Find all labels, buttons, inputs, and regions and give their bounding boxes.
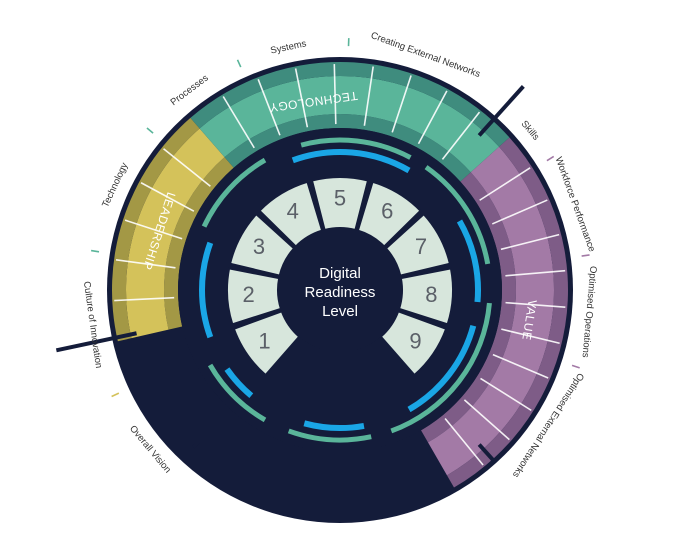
green-progress-arc xyxy=(300,137,412,160)
outer-tick xyxy=(111,392,120,398)
outer-tick xyxy=(571,364,580,369)
outer-tick xyxy=(581,254,590,257)
sector-separator xyxy=(491,199,548,225)
sector-separator xyxy=(140,182,195,212)
level-number: 2 xyxy=(243,282,255,307)
level-segment-shape xyxy=(356,180,422,248)
sector-separator xyxy=(441,111,481,160)
green-progress-arc xyxy=(207,363,267,423)
level-segment-9: 9 xyxy=(379,310,448,377)
green-progress-arc xyxy=(424,165,491,265)
blue-progress-arc xyxy=(407,324,477,413)
sector-outer-band xyxy=(190,62,510,147)
blue-progress-arc xyxy=(291,149,411,174)
level-number: 4 xyxy=(287,198,299,223)
level-number: 1 xyxy=(258,329,270,354)
level-segment-shape xyxy=(228,212,296,277)
outer-category-label: Optimised Operations xyxy=(580,266,599,359)
sector-label: VALUE xyxy=(519,299,539,342)
sector-separator xyxy=(500,233,560,251)
center-label-line: Readiness xyxy=(305,284,376,301)
sector-separator xyxy=(124,219,183,240)
sector-separator xyxy=(505,269,566,277)
center-disc xyxy=(278,228,402,352)
center-label-line: Digital xyxy=(319,265,361,282)
level-number: 7 xyxy=(415,234,427,259)
green-progress-arc xyxy=(201,157,267,228)
sector-main-band xyxy=(428,146,554,476)
green-progress-arc xyxy=(287,428,372,443)
level-segment-1: 1 xyxy=(232,310,301,377)
level-number: 8 xyxy=(425,282,437,307)
progress-arcs xyxy=(199,137,492,443)
sector-value: VALUE xyxy=(421,137,568,488)
level-number: 3 xyxy=(253,234,265,259)
level-number: 6 xyxy=(381,198,393,223)
sector-leadership: LEADERSHIP xyxy=(112,117,234,342)
sector-separator xyxy=(363,66,374,126)
level-segments: 12 34 5 67 89 xyxy=(226,176,454,377)
sector-divider-line xyxy=(55,331,137,353)
sector-main-band xyxy=(125,128,225,339)
outer-tick xyxy=(146,127,154,134)
sector-separator xyxy=(163,148,211,187)
sector-separator xyxy=(114,296,175,302)
blue-progress-arc xyxy=(456,219,481,303)
outer-category-label: Culture of Innovation xyxy=(81,281,104,369)
sector-outer-band xyxy=(447,137,568,488)
level-segment-shape xyxy=(226,267,283,326)
sector-separator xyxy=(480,377,532,412)
sector-inner-band xyxy=(164,157,234,330)
sector-main-band xyxy=(199,76,500,173)
green-progress-arc xyxy=(390,302,492,434)
sector-separator xyxy=(501,328,560,345)
blue-progress-arc xyxy=(224,367,254,399)
sector-separator xyxy=(294,68,309,128)
sector-inner-band xyxy=(421,172,516,443)
level-segment-shape xyxy=(379,310,448,377)
sector-dividers xyxy=(55,85,525,463)
sector-divider-line xyxy=(477,443,496,463)
blue-progress-arc xyxy=(303,420,365,431)
level-number: 9 xyxy=(409,329,421,354)
sector-separator xyxy=(333,64,337,125)
level-number: 5 xyxy=(334,185,346,210)
outer-tick-marks xyxy=(90,38,590,398)
sector-separator xyxy=(505,301,566,308)
sector-separator xyxy=(444,418,484,466)
sector-separator xyxy=(479,167,531,201)
sector-inner-band xyxy=(224,114,471,182)
center-label-line: Level xyxy=(322,303,358,320)
sector-divider-line xyxy=(191,440,200,449)
sector-separator xyxy=(391,75,412,133)
level-segment-2: 2 xyxy=(226,267,283,326)
sector-separator xyxy=(463,399,510,441)
level-segment-5: 5 xyxy=(310,176,370,232)
sector-outer-band xyxy=(112,117,200,342)
outer-category-label: Systems xyxy=(269,38,307,56)
outer-tick xyxy=(236,59,242,68)
sector-technology: TECHNOLOGY xyxy=(190,62,510,182)
level-segment-6: 6 xyxy=(356,180,422,248)
sector-separator xyxy=(222,96,255,149)
sector-separator xyxy=(492,353,549,379)
level-segment-3: 3 xyxy=(228,212,296,277)
sector-separator xyxy=(417,90,448,145)
sector-separator xyxy=(257,79,281,136)
outer-tick xyxy=(90,249,100,253)
outer-category-label: Skills xyxy=(519,119,542,143)
blue-progress-arc xyxy=(199,241,214,339)
level-segment-shape xyxy=(232,310,301,377)
sector-separator xyxy=(115,259,176,269)
outer-tick xyxy=(546,155,555,162)
sector-divider-line xyxy=(477,85,525,137)
